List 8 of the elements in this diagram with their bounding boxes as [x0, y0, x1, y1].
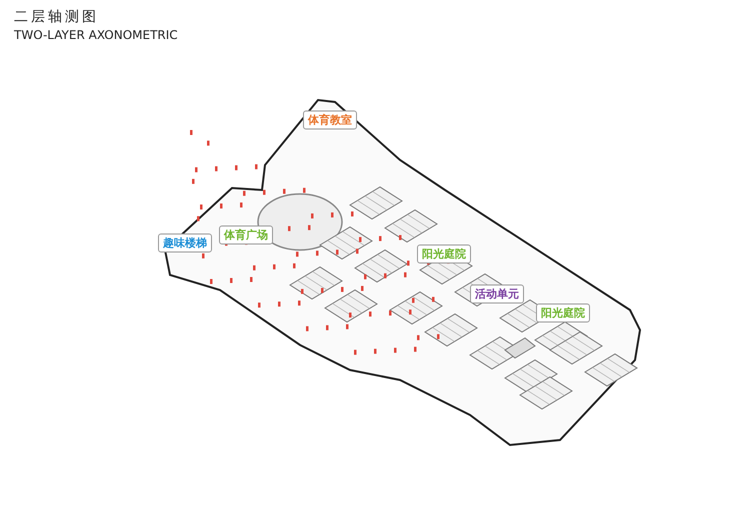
space-callout: 阳光庭院 [536, 304, 590, 322]
subtitle: TWO-LAYER AXONOMETRIC [14, 28, 178, 42]
space-callout: 体育教室 [303, 110, 357, 130]
space-callout: 体育广场 [219, 226, 273, 244]
space-callout: 活动单元 [470, 284, 524, 304]
space-callout: 趣味楼梯 [158, 234, 212, 252]
title: 二层轴测图 [14, 8, 99, 26]
space-callout: 阳光庭院 [417, 244, 471, 264]
